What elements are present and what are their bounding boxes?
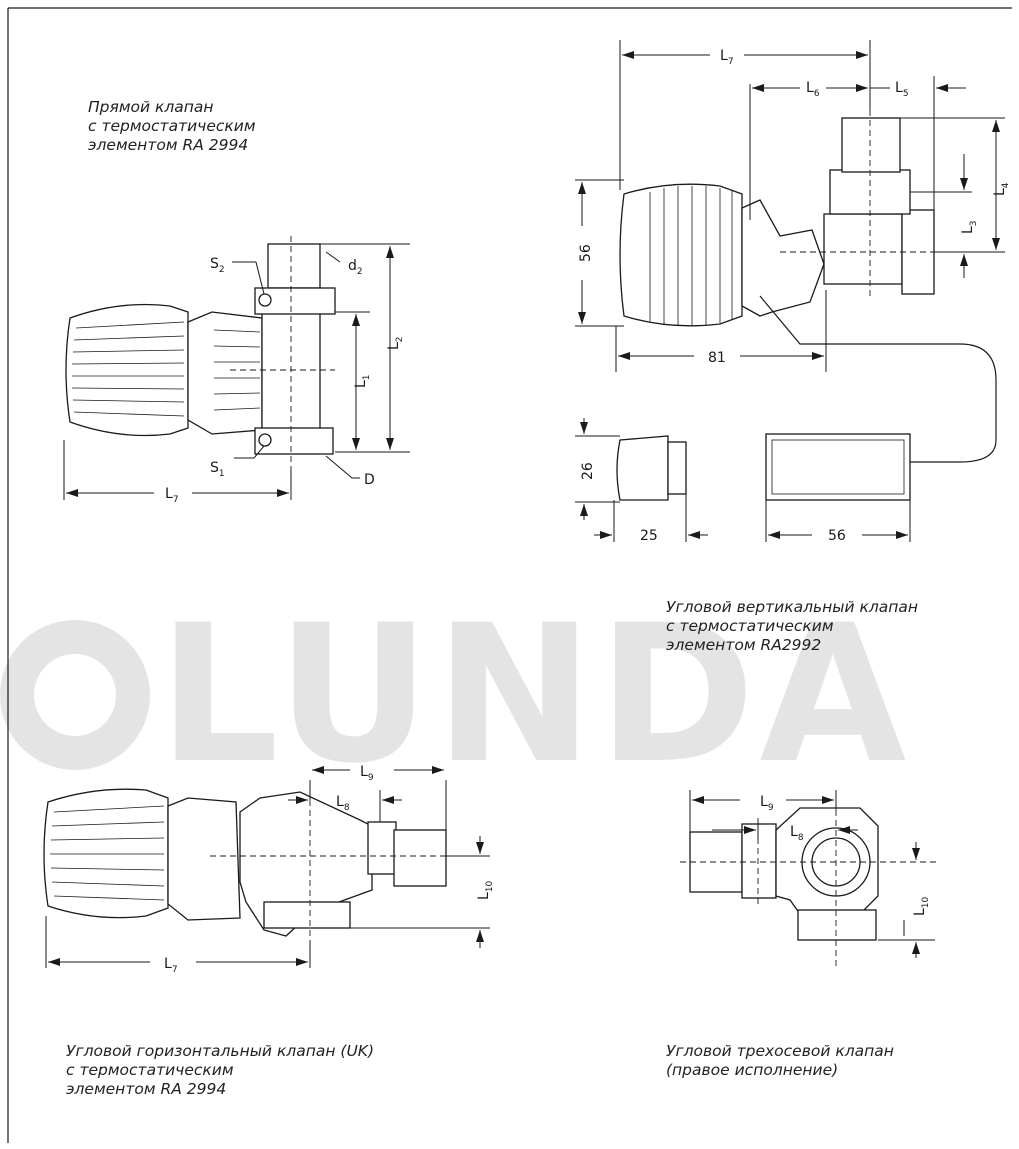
svg-text:L7: L7 — [720, 48, 734, 67]
svg-text:L5: L5 — [895, 80, 909, 99]
dim-box-width: 56 — [828, 528, 846, 544]
labels-straight-valve: S2 d2 S1 D L7 L2 L1 — [165, 256, 405, 505]
caption-line: с термостатическим — [88, 117, 256, 135]
small-sensor-icon — [616, 435, 669, 501]
svg-text:L2: L2 — [386, 336, 405, 350]
svg-text:L4: L4 — [992, 182, 1011, 196]
dimensions-angle-horizontal-valve — [45, 766, 490, 968]
caption-line: Угловой трехосевой клапан — [666, 1042, 894, 1060]
bottom-nut — [263, 901, 351, 929]
caption-line: (правое исполнение) — [666, 1061, 839, 1079]
figure-angle-vertical-valve — [616, 110, 1000, 501]
caption-three-axis-valve: Угловой трехосевой клапан (правое исполн… — [666, 1042, 894, 1080]
dim-sensor-height: 56 — [578, 244, 594, 262]
svg-text:L9: L9 — [360, 764, 374, 783]
caption-angle-horizontal-valve: Угловой горизонтальный клапан (UK) с тер… — [66, 1042, 374, 1099]
labels-angle-vertical-valve: L7 L6 L5 L4 L3 56 81 26 25 56 — [578, 48, 1011, 544]
svg-text:D: D — [364, 472, 375, 488]
dim-sensor-depth: 81 — [708, 350, 726, 366]
labels-three-axis-valve: L9 L8 L10 — [760, 794, 931, 916]
svg-text:S2: S2 — [210, 256, 225, 275]
caption-line: с термостатическим — [666, 617, 834, 635]
svg-text:S1: S1 — [210, 460, 225, 479]
svg-text:L8: L8 — [336, 794, 350, 813]
remote-sensor-head-icon — [619, 183, 743, 327]
svg-text:L7: L7 — [165, 486, 179, 505]
svg-text:L6: L6 — [806, 80, 820, 99]
caption-angle-vertical-valve: Угловой вертикальный клапан с термостати… — [666, 598, 918, 655]
clamp-ring-icon — [167, 797, 241, 921]
valve-body — [239, 791, 373, 937]
dim-small-height: 26 — [580, 462, 596, 480]
side-nut — [901, 209, 935, 295]
dimensions-three-axis-valve — [689, 790, 935, 958]
svg-text:L10: L10 — [476, 880, 495, 900]
caption-line: Угловой вертикальный клапан — [666, 598, 919, 616]
svg-text:L10: L10 — [912, 896, 931, 916]
caption-line: элементом RA2992 — [666, 636, 822, 654]
svg-text:d2: d2 — [348, 258, 363, 277]
top-nipple — [267, 243, 321, 289]
figure-angle-horizontal-valve — [43, 788, 470, 940]
svg-text:L8: L8 — [790, 824, 804, 843]
frame-lines — [7, 7, 1012, 1143]
labels-angle-horizontal-valve: L9 L8 L10 L7 — [164, 764, 495, 975]
dimensions-straight-valve — [63, 243, 410, 500]
caption-line: элементом RA 2994 — [66, 1080, 227, 1098]
svg-text:L9: L9 — [760, 794, 774, 813]
thermostat-head-icon — [43, 788, 169, 919]
caption-line: Прямой клапан — [88, 98, 214, 116]
side-nut — [367, 821, 397, 875]
figure-straight-valve — [65, 236, 336, 470]
bottom-nut — [797, 909, 877, 941]
caption-line: с термостатическим — [66, 1061, 234, 1079]
side-nipple — [393, 829, 447, 887]
svg-text:L3: L3 — [960, 220, 979, 234]
side-nut — [741, 823, 777, 899]
svg-text:L1: L1 — [353, 374, 372, 388]
figure-three-axis-valve — [680, 800, 940, 970]
caption-straight-valve: Прямой клапан с термостатическим элемент… — [88, 98, 256, 155]
capillary-tube — [759, 295, 997, 463]
caption-line: элементом RA 2994 — [88, 136, 249, 154]
svg-text:L7: L7 — [164, 956, 178, 975]
top-nipple — [841, 117, 901, 173]
caption-line: Угловой горизонтальный клапан (UK) — [66, 1042, 375, 1060]
dimensions-angle-vertical-valve — [575, 40, 1005, 542]
dim-small-width: 25 — [640, 528, 658, 544]
sensor-box-icon — [765, 433, 911, 501]
sensor-clamp-icon — [741, 199, 825, 317]
valve-body — [823, 213, 903, 285]
